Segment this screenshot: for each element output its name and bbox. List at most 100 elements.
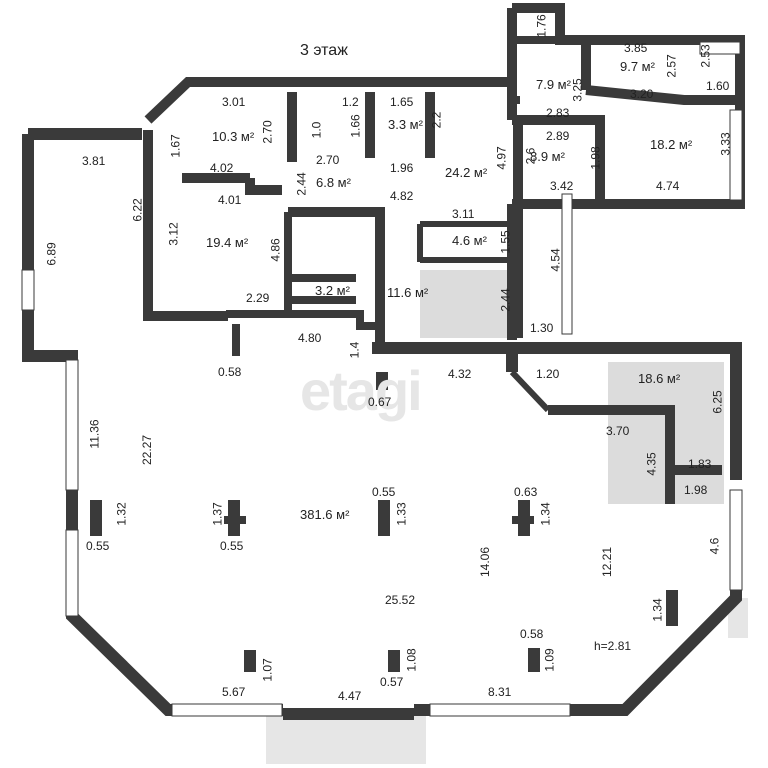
dimension: 2.53 — [698, 44, 713, 68]
room-area: 10.3 м² — [212, 129, 255, 144]
wall-left-wing — [143, 77, 512, 348]
dimension: 3.25 — [570, 78, 585, 102]
dimension: 8.31 — [488, 685, 512, 699]
dimension: 2.29 — [246, 291, 270, 305]
dimension: 3.33 — [718, 132, 733, 156]
dimension: 4.47 — [338, 689, 362, 703]
dimension: 4.01 — [218, 193, 242, 207]
dimension: 1.98 — [684, 483, 708, 497]
column — [244, 650, 256, 672]
dimension: 0.58 — [520, 627, 544, 641]
dimension: 1.34 — [650, 598, 665, 622]
column — [512, 516, 534, 524]
dimension: 4.82 — [390, 189, 414, 203]
dimension: 1.2 — [342, 95, 359, 109]
columns — [90, 372, 678, 672]
room-area: 3.3 м² — [388, 117, 423, 132]
dimension: 6.22 — [130, 198, 145, 222]
dimension: 4.74 — [656, 179, 680, 193]
column — [378, 500, 390, 536]
dimension: 1.67 — [168, 134, 183, 158]
room-area: 18.6 м² — [638, 371, 681, 386]
dimension: 3.70 — [606, 424, 630, 438]
dimension: 3.85 — [624, 41, 648, 55]
windows — [21, 41, 743, 717]
dimension: 1.60 — [706, 79, 730, 93]
dimension: 1.96 — [390, 161, 414, 175]
dimension: 1.66 — [348, 114, 363, 138]
window — [65, 529, 79, 617]
dimension: 14.06 — [478, 546, 493, 578]
dimension: 0.55 — [372, 485, 396, 499]
dimension: 2.83 — [546, 106, 570, 120]
dimension: 1.07 — [260, 658, 275, 682]
floor-label: 3 этаж — [300, 42, 348, 59]
dimension: 1.34 — [538, 502, 553, 526]
dimension: 1.83 — [688, 457, 712, 471]
window — [65, 359, 79, 491]
window — [561, 193, 573, 335]
dimension: 1.08 — [404, 648, 419, 672]
dimension: 3.81 — [82, 154, 106, 168]
dimension: 2.44 — [294, 172, 309, 196]
dimension: 0.57 — [380, 675, 404, 689]
room-area: 8.9 м² — [530, 149, 565, 164]
window — [429, 703, 571, 717]
dimension: 0.63 — [514, 485, 538, 499]
dimension: 2.44 — [498, 288, 513, 312]
dimension: 25.52 — [385, 593, 416, 607]
column — [224, 516, 246, 524]
window — [699, 41, 741, 55]
walls — [22, 3, 745, 720]
wall-room-4-6 — [417, 221, 520, 263]
dimension: 1.37 — [210, 502, 225, 526]
dimension: 3.12 — [166, 222, 181, 246]
dimension: 22.27 — [140, 434, 155, 466]
dimension: 0.67 — [368, 395, 392, 409]
dimension: 1.98 — [588, 146, 603, 170]
dimension: 1.30 — [530, 321, 554, 335]
wall-partition — [509, 369, 551, 413]
dimension: 4.80 — [298, 331, 322, 345]
room-area: 4.6 м² — [452, 233, 487, 248]
dimension: 0.55 — [86, 539, 110, 553]
watermark: etagi — [300, 359, 423, 422]
dimension: 3.20 — [630, 87, 654, 101]
dimension: 6.25 — [710, 390, 725, 414]
balcony-bottom — [266, 712, 426, 764]
window — [729, 489, 743, 591]
wall-bathroom — [512, 36, 560, 104]
wall-zone-18-6 — [548, 405, 722, 504]
room-area: 7.9 м² — [536, 77, 571, 92]
dimension: 2.2 — [429, 111, 444, 129]
dimension: 2.6 — [523, 147, 538, 165]
dimension: 1.32 — [114, 502, 129, 526]
dimension: 0.58 — [218, 365, 242, 379]
dimension: 4.97 — [494, 146, 509, 170]
ceiling-height: h=2.81 — [594, 639, 632, 653]
dimension: 1.09 — [542, 648, 557, 672]
dimension: 1.33 — [394, 502, 409, 526]
dimension: 3.01 — [222, 95, 246, 109]
dimension: 1.0 — [309, 121, 324, 139]
dimension: 2.70 — [316, 153, 340, 167]
dimension: 2.89 — [546, 129, 570, 143]
dimension: 12.21 — [600, 546, 615, 578]
window — [729, 109, 743, 201]
column — [376, 372, 388, 390]
dimension: 11.36 — [87, 419, 102, 449]
dimension: 5.67 — [222, 685, 246, 699]
room-area: 3.2 м² — [315, 283, 350, 298]
wall-right-block — [507, 3, 745, 340]
shaded-area-11-6 — [420, 270, 512, 338]
dimension: 2.57 — [664, 54, 679, 78]
window — [21, 269, 35, 311]
column — [388, 650, 400, 672]
column — [528, 648, 540, 672]
room-area: 24.2 м² — [445, 165, 488, 180]
dimension: 6.89 — [44, 242, 59, 266]
dimension: 1.76 — [534, 14, 549, 38]
dimension: 1.20 — [536, 367, 560, 381]
room-area: 11.6 м² — [387, 285, 429, 300]
